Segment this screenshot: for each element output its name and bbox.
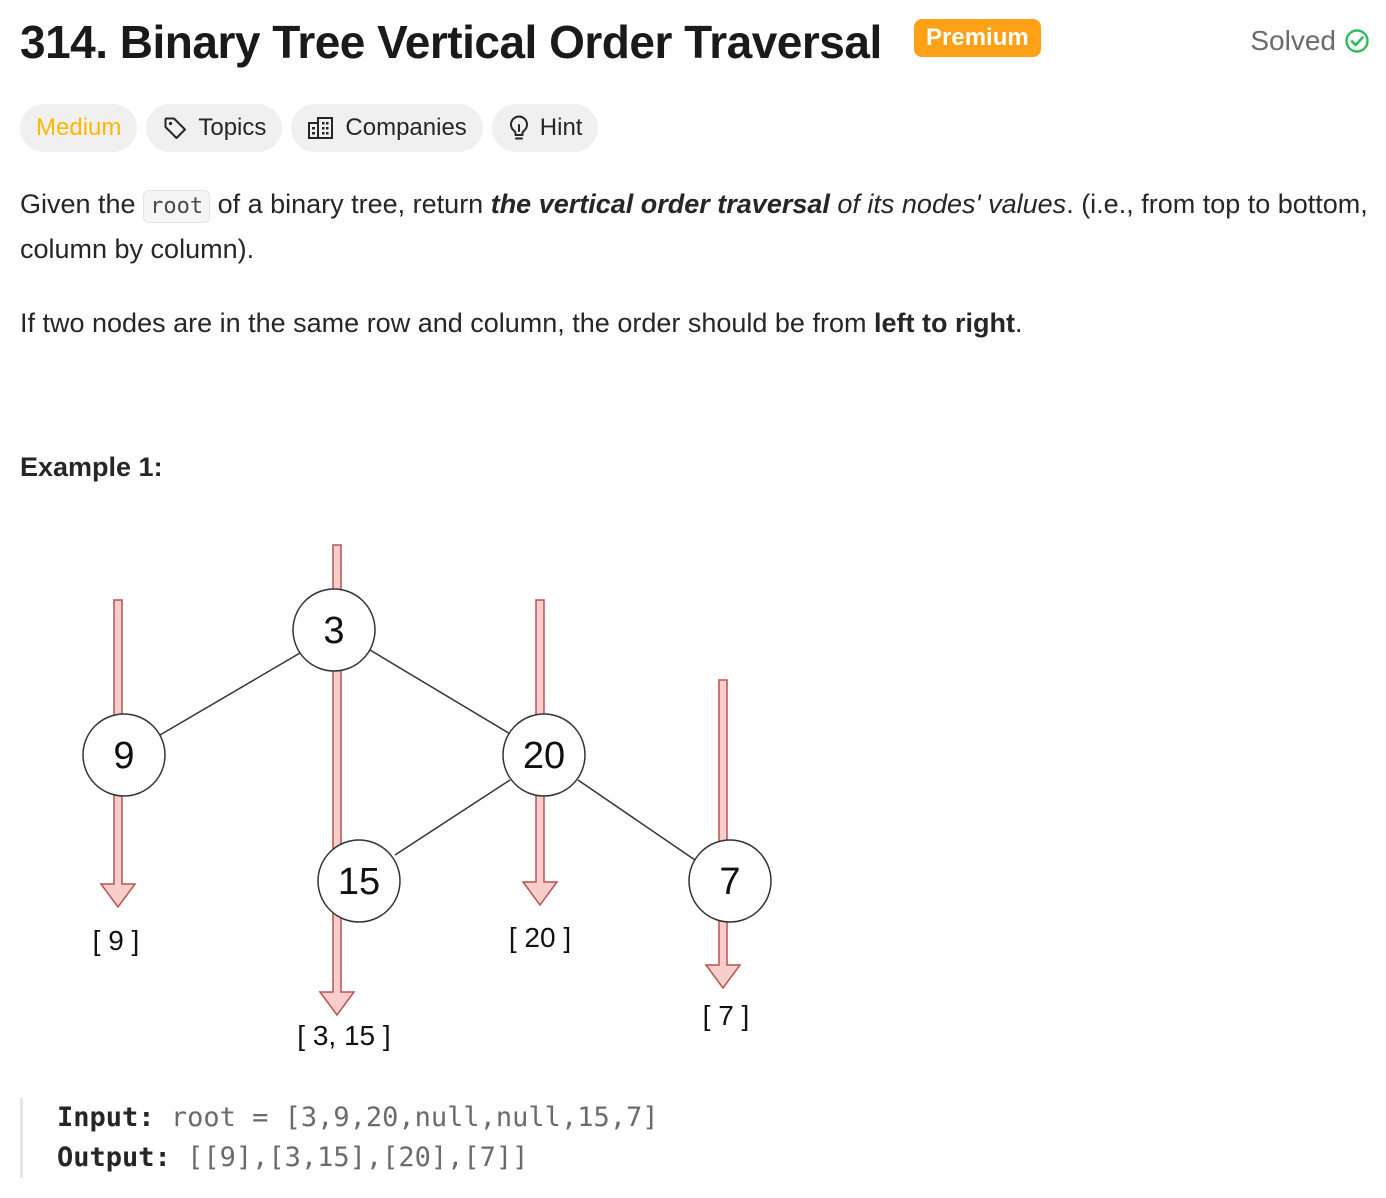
tree-node-label: 20 bbox=[523, 735, 565, 777]
tree-edge bbox=[159, 652, 301, 736]
column-label: [ 7 ] bbox=[703, 1000, 750, 1031]
tree-node-label: 3 bbox=[323, 610, 344, 652]
tree-node: 9 bbox=[82, 713, 166, 797]
tree-node-label: 9 bbox=[113, 735, 134, 777]
tag-icon bbox=[162, 115, 188, 141]
output-value: [[9],[3,15],[20],[7]] bbox=[187, 1142, 529, 1173]
example-input: Input: root = [3,9,20,null,null,15,7] bbox=[57, 1098, 658, 1138]
tree-diagram: 3 9 20 15 7 [ 9 ] [ 3, 15 ] [ 20 ] [ 7 ] bbox=[82, 544, 772, 1051]
example-io-block: Input: root = [3,9,20,null,null,15,7] Ou… bbox=[20, 1098, 658, 1178]
column-label: [ 20 ] bbox=[509, 922, 571, 953]
lightbulb-icon bbox=[508, 114, 530, 142]
difficulty-label: Medium bbox=[36, 114, 122, 141]
check-circle-icon bbox=[1344, 28, 1370, 54]
solved-label: Solved bbox=[1250, 25, 1336, 56]
title-row: 314. Binary Tree Vertical Order Traversa… bbox=[20, 14, 1370, 70]
column-label: [ 9 ] bbox=[93, 925, 140, 956]
emphasis-vertical-order: the vertical order traversal bbox=[490, 189, 830, 219]
inline-code-root: root bbox=[143, 190, 211, 223]
column-arrow-4 bbox=[704, 679, 742, 990]
column-label: [ 3, 15 ] bbox=[297, 1020, 390, 1051]
emphasis-left-to-right: left to right bbox=[873, 308, 1015, 338]
tree-edge bbox=[577, 779, 696, 861]
problem-title: 314. Binary Tree Vertical Order Traversa… bbox=[20, 16, 882, 68]
companies-label: Companies bbox=[345, 114, 467, 141]
premium-badge: Premium bbox=[914, 19, 1041, 57]
difficulty-badge[interactable]: Medium bbox=[20, 104, 138, 152]
tree-node-label: 15 bbox=[338, 861, 380, 903]
example-title: Example 1: bbox=[20, 452, 163, 482]
topics-label: Topics bbox=[198, 114, 267, 141]
input-value: root = [3,9,20,null,null,15,7] bbox=[170, 1102, 659, 1133]
companies-icon bbox=[307, 115, 335, 141]
solved-status: Solved bbox=[1250, 24, 1370, 58]
tree-node: 3 bbox=[292, 588, 376, 672]
topics-button[interactable]: Topics bbox=[146, 104, 283, 152]
tree-node-label: 7 bbox=[719, 861, 740, 903]
tree-edge bbox=[394, 779, 511, 856]
input-label: Input: bbox=[57, 1102, 155, 1133]
tag-bar: Medium Topics Companies bbox=[20, 104, 599, 152]
problem-description: Given the root of a binary tree, return … bbox=[20, 183, 1376, 344]
example-output: Output: [[9],[3,15],[20],[7]] bbox=[57, 1138, 658, 1178]
description-paragraph-1: Given the root of a binary tree, return … bbox=[20, 189, 1368, 264]
hint-label: Hint bbox=[539, 114, 583, 141]
output-label: Output: bbox=[57, 1142, 171, 1173]
companies-button[interactable]: Companies bbox=[291, 104, 483, 152]
tree-node: 15 bbox=[317, 839, 401, 923]
tree-node: 20 bbox=[502, 713, 586, 797]
hint-button[interactable]: Hint bbox=[491, 104, 599, 152]
description-paragraph-2: If two nodes are in the same row and col… bbox=[20, 308, 1023, 338]
tree-node: 7 bbox=[688, 839, 772, 923]
tree-edge bbox=[369, 649, 513, 736]
